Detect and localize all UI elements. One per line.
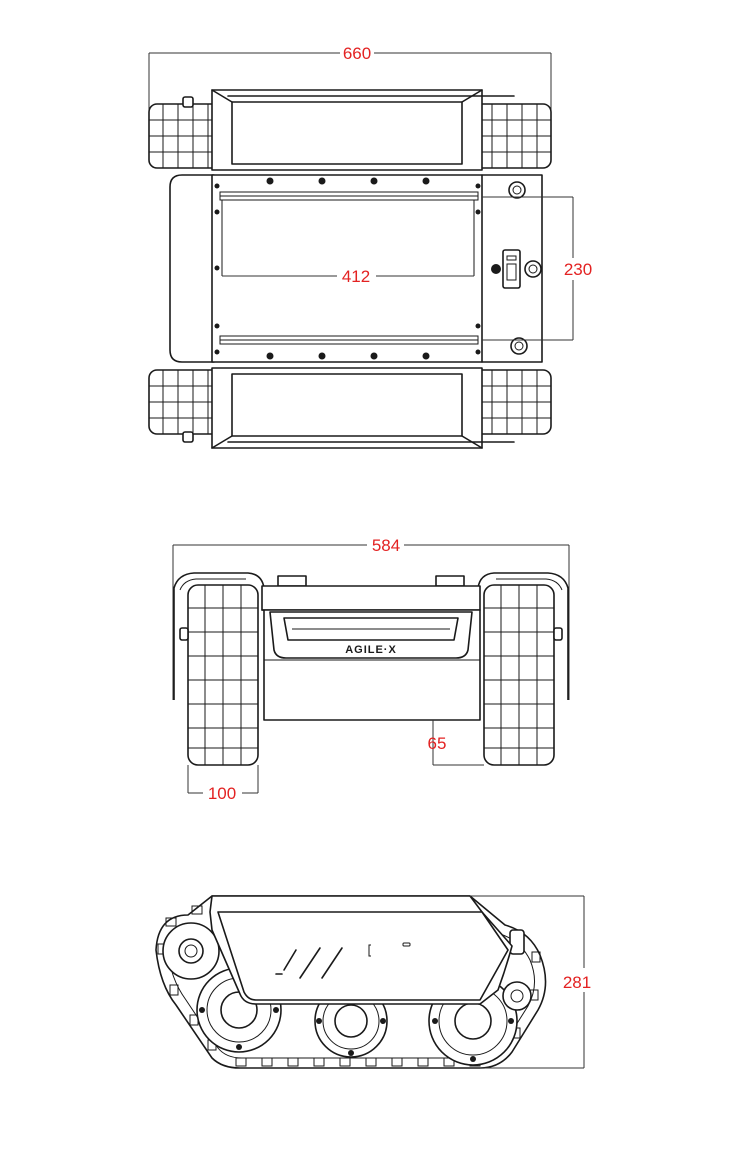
dimension-660: 660: [148, 44, 552, 110]
lower-right-track: [474, 369, 552, 435]
idler-wheel: [162, 922, 220, 980]
front-view: 584: [172, 536, 570, 803]
rear-sprocket: [502, 929, 532, 1011]
dim-label-412: 412: [342, 267, 370, 286]
front-body: AGILE·X: [261, 575, 481, 721]
dimension-412: 412: [222, 267, 474, 286]
top-view: 660: [148, 44, 592, 449]
side-body-cover: [209, 895, 513, 1005]
dim-label-65: 65: [428, 734, 447, 753]
chassis-top: [169, 174, 543, 363]
dimension-230: 230: [482, 196, 592, 341]
dim-label-100: 100: [208, 784, 236, 803]
brand-label: AGILE·X: [345, 644, 397, 656]
dimension-584: 584: [172, 536, 570, 700]
upper-fender: [211, 89, 515, 171]
dimension-100: 100: [187, 765, 259, 803]
dimension-281: 281: [470, 895, 591, 1069]
dimension-65: 65: [428, 720, 484, 766]
dim-label-584: 584: [372, 536, 400, 555]
dim-label-281: 281: [563, 973, 591, 992]
lower-fender: [211, 367, 515, 449]
side-view: 281: [155, 895, 591, 1069]
front-right-track: [483, 584, 563, 766]
dim-label-230: 230: [564, 260, 592, 279]
upper-right-track: [474, 103, 552, 169]
front-left-track: [179, 584, 259, 766]
dim-label-660: 660: [343, 44, 371, 63]
